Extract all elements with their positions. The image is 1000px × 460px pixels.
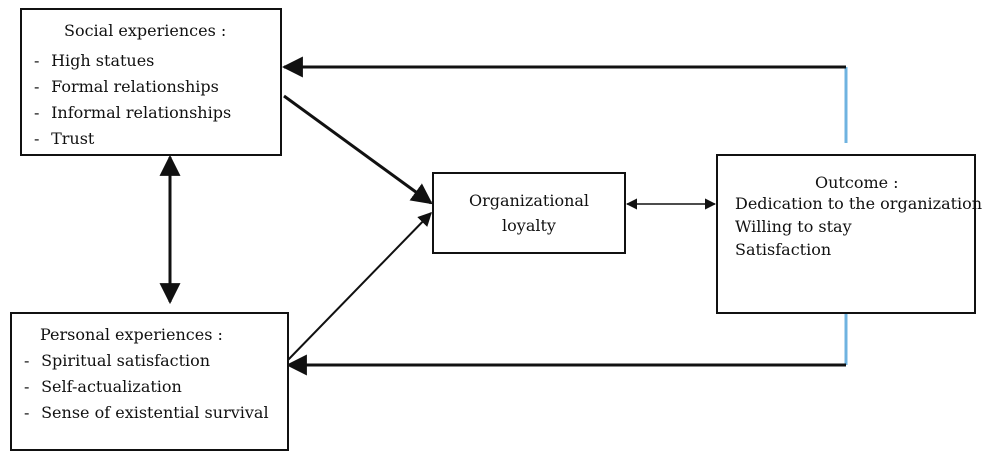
outcome-item: Dedication to the organization	[735, 194, 983, 213]
social-item-label: Formal relationships	[51, 77, 219, 96]
personal-item: - Self-actualization	[24, 377, 182, 396]
social-experiences-box: Social experiences : - High statues - Fo…	[20, 8, 282, 156]
social-item-label: Trust	[51, 129, 95, 148]
outcome-box: Outcome : Dedication to the organization…	[716, 154, 982, 314]
social-item: - High statues	[34, 51, 155, 70]
social-item-label: Informal relationships	[51, 103, 232, 122]
personal-item: - Spiritual satisfaction	[24, 351, 211, 370]
social-item: - Formal relationships	[34, 77, 219, 96]
social-item-label: High statues	[51, 51, 155, 70]
social-to-loyalty-arrow	[283, 94, 433, 205]
personal-experiences-box: Personal experiences : - Spiritual satis…	[10, 312, 289, 451]
social-item: - Trust	[34, 129, 95, 148]
loyalty-label-line2: loyalty	[502, 216, 556, 235]
personal-item-label: Self-actualization	[41, 377, 182, 396]
outcome-item: Willing to stay	[735, 217, 852, 236]
personal-experiences-title: Personal experiences :	[40, 325, 223, 344]
personal-item-label: Spiritual satisfaction	[41, 351, 211, 370]
social-experiences-title: Social experiences :	[64, 21, 227, 40]
social-item: - Informal relationships	[34, 103, 232, 122]
organizational-loyalty-box: Organizational loyalty	[432, 172, 626, 254]
outcome-title: Outcome :	[815, 173, 899, 192]
personal-item: - Sense of existential survival	[24, 403, 269, 422]
loyalty-label-line1: Organizational	[468, 191, 590, 210]
personal-to-loyalty-arrow	[286, 211, 432, 362]
personal-item-label: Sense of existential survival	[41, 403, 269, 422]
outcome-item: Satisfaction	[735, 240, 832, 259]
